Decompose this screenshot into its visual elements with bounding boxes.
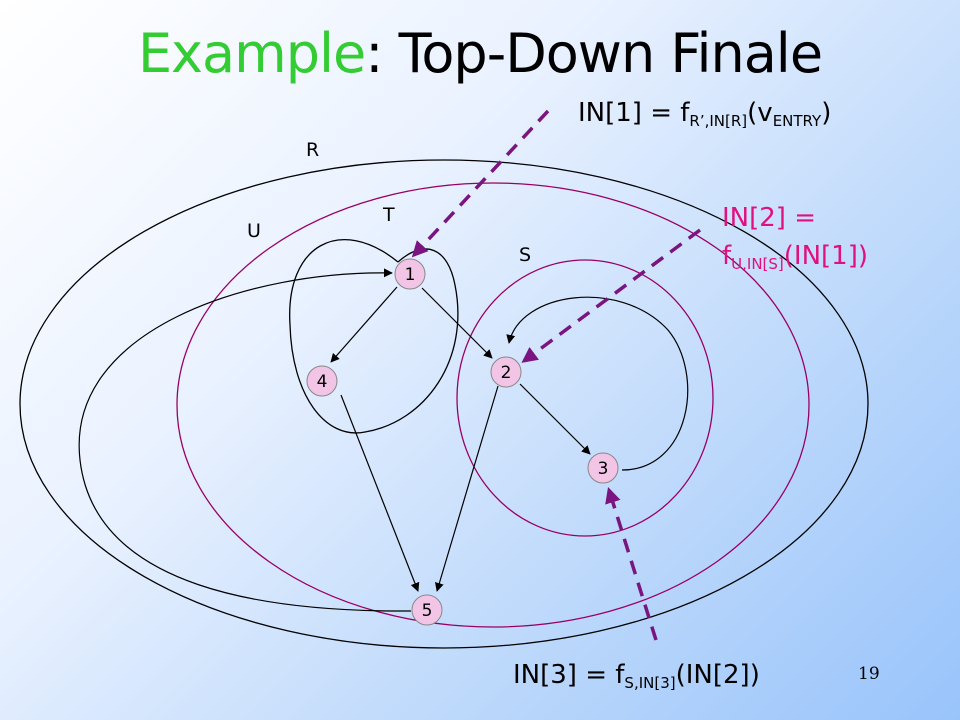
region-t-loop [289, 239, 459, 434]
equation-in2-f: f [722, 241, 732, 271]
node-1: 1 [394, 258, 426, 290]
equation-in3-end: (IN[2]) [675, 660, 760, 690]
equation-in3-lhs: IN[3] = f [513, 660, 625, 690]
equation-in3: IN[3] = fS,IN[3](IN[2]) [513, 660, 760, 692]
equation-in1-sub: R’,IN[R] [689, 112, 748, 130]
equation-in1-end: ) [821, 98, 832, 128]
node-5-label: 5 [422, 601, 433, 621]
node-2: 2 [490, 356, 522, 388]
edge-2-3 [519, 383, 591, 455]
region-u-outline [176, 182, 810, 628]
region-r-outline [19, 159, 869, 649]
equation-in2-line1: IN[2] = [722, 203, 816, 233]
equation-in2-sub: U,IN[S] [731, 255, 784, 273]
node-1-label: 1 [405, 265, 416, 285]
node-3: 3 [587, 452, 619, 484]
dashed-arrow-in2 [521, 228, 702, 363]
node-2-label: 2 [501, 363, 512, 383]
region-s-label: S [519, 244, 532, 266]
title-rest: : Top-Down Finale [365, 22, 823, 85]
region-u-label: U [247, 220, 261, 242]
equation-in3-sub: S,IN[3] [624, 674, 676, 692]
edge-2-5 [434, 385, 499, 592]
title-accent: Example [137, 22, 366, 85]
equation-in1-mid: (v [747, 98, 773, 128]
node-3-label: 3 [598, 459, 609, 479]
region-r-label: R [306, 139, 320, 161]
edge-4-5 [340, 394, 420, 592]
edge-1-4 [330, 286, 398, 363]
equation-in1: IN[1] = fR’,IN[R](vENTRY) [578, 98, 831, 130]
dashed-arrow-in1 [411, 109, 550, 258]
equation-in1-sub2: ENTRY [772, 112, 822, 130]
region-t-label: T [383, 204, 395, 226]
dashed-arrow-in3 [605, 486, 658, 641]
node-4-label: 4 [317, 372, 328, 392]
node-4: 4 [306, 365, 338, 397]
edge-1-2 [421, 287, 493, 359]
equation-in2-end: (IN[1]) [783, 241, 869, 271]
edge-3-2-back [506, 296, 689, 471]
equation-in2-line2: fU,IN[S](IN[1]) [722, 241, 868, 273]
node-5: 5 [411, 594, 443, 626]
equation-in1-lhs: IN[1] = f [578, 98, 690, 128]
page-number: 19 [858, 664, 880, 684]
region-s-outline [456, 259, 714, 537]
edge-5-1-back [78, 268, 412, 612]
slide-title: Example: Top-Down Finale [0, 22, 960, 85]
